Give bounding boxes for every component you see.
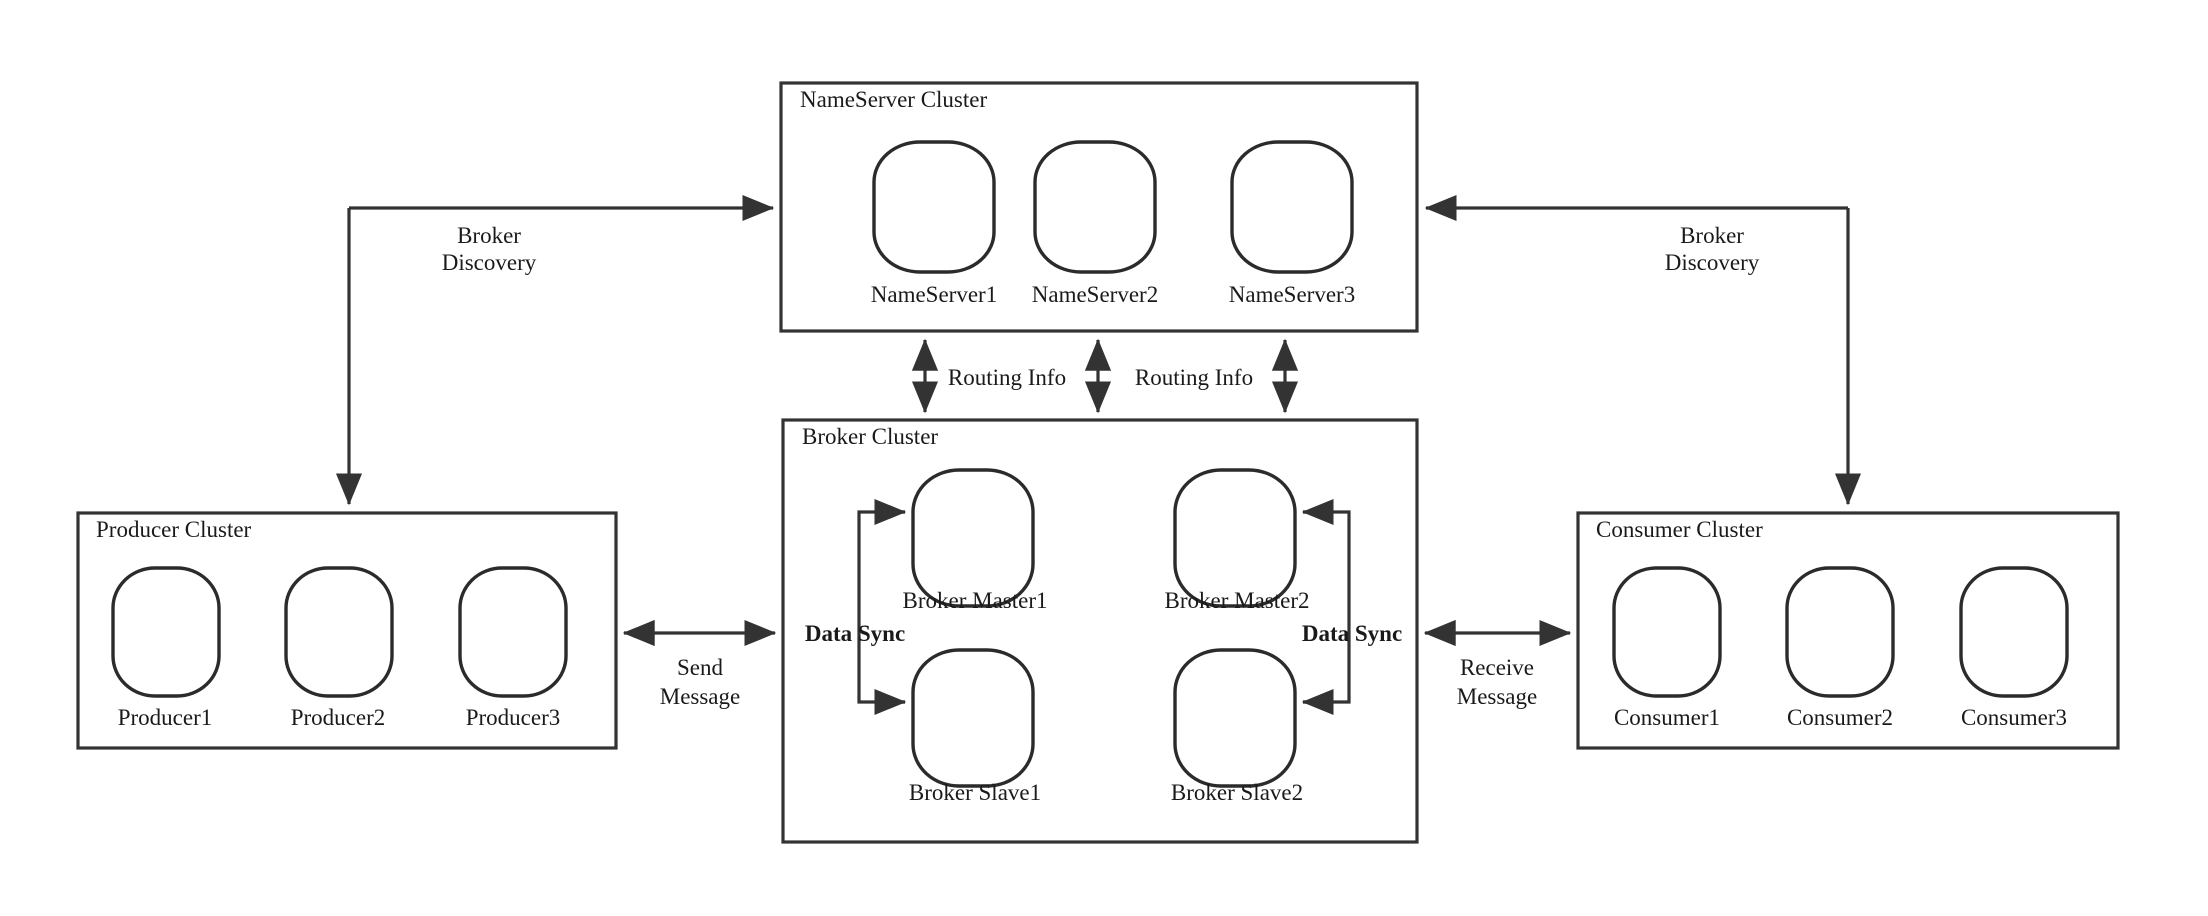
broker-cluster-box[interactable] <box>781 418 1419 844</box>
broker-master-2-label: Broker Master2 <box>1165 588 1310 613</box>
consumer-node-2[interactable] <box>1785 566 1895 698</box>
consumer-node-2-label: Consumer2 <box>1787 705 1893 730</box>
broker-slave-1-node[interactable] <box>911 648 1035 788</box>
broker-discovery-left-label-line1: Broker <box>457 223 521 248</box>
producer-node-2-label: Producer2 <box>291 705 386 730</box>
broker-master-2-node[interactable] <box>1173 468 1297 608</box>
consumer-node-1-label: Consumer1 <box>1614 705 1720 730</box>
nameserver-node-1-label: NameServer1 <box>871 282 997 307</box>
broker-discovery-right-label-line2: Discovery <box>1665 250 1760 275</box>
send-message-label-line1: Send <box>677 655 724 680</box>
broker-slave-1-label: Broker Slave1 <box>909 780 1041 805</box>
send-message-label-line2: Message <box>660 684 740 709</box>
routing-info-left-label: Routing Info <box>948 365 1066 390</box>
broker-slave-2-label: Broker Slave2 <box>1171 780 1303 805</box>
broker-cluster-title: Broker Cluster <box>802 424 938 449</box>
data-sync-left-label: Data Sync <box>805 621 905 646</box>
producer-node-1-label: Producer1 <box>118 705 213 730</box>
broker-slave-2-node[interactable] <box>1173 648 1297 788</box>
data-sync-right-label: Data Sync <box>1302 621 1402 646</box>
producer-node-3[interactable] <box>458 566 568 698</box>
consumer-node-3[interactable] <box>1959 566 2069 698</box>
routing-info-right-label: Routing Info <box>1135 365 1253 390</box>
broker-master-1-node[interactable] <box>911 468 1035 608</box>
consumer-node-1[interactable] <box>1612 566 1722 698</box>
consumer-node-3-label: Consumer3 <box>1961 705 2067 730</box>
receive-message-label-line2: Message <box>1457 684 1537 709</box>
broker-discovery-right-label-line1: Broker <box>1680 223 1744 248</box>
nameserver-node-2-label: NameServer2 <box>1032 282 1158 307</box>
producer-node-3-label: Producer3 <box>466 705 561 730</box>
broker-master-1-label: Broker Master1 <box>903 588 1048 613</box>
nameserver-node-1[interactable] <box>872 140 996 274</box>
producer-cluster-title: Producer Cluster <box>96 517 252 542</box>
consumer-cluster-title: Consumer Cluster <box>1596 517 1763 542</box>
broker-discovery-left-label-line2: Discovery <box>442 250 537 275</box>
producer-node-2[interactable] <box>284 566 394 698</box>
receive-message-label-line1: Receive <box>1460 655 1534 680</box>
nameserver-node-2[interactable] <box>1033 140 1157 274</box>
nameserver-cluster-title: NameServer Cluster <box>800 87 987 112</box>
nameserver-node-3-label: NameServer3 <box>1229 282 1355 307</box>
producer-node-1[interactable] <box>111 566 221 698</box>
nameserver-node-3[interactable] <box>1230 140 1354 274</box>
